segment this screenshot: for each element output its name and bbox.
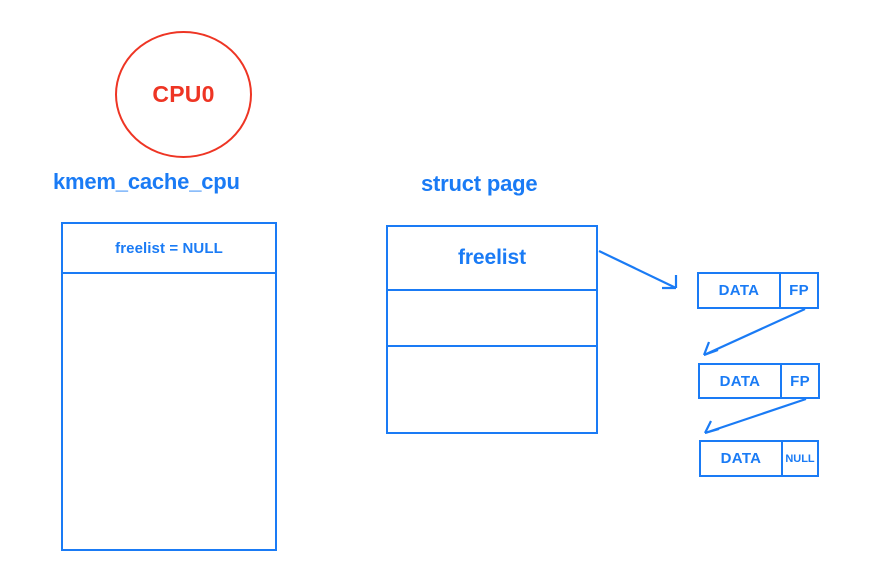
struct-page-row-empty-2 xyxy=(388,345,596,432)
slab-object-1-data: DATA xyxy=(718,282,760,299)
slab-object-3: DATA NULL xyxy=(699,440,819,477)
struct-page-title: struct page xyxy=(421,171,538,196)
kmem-cache-cpu-box: freelist = NULL xyxy=(61,222,277,551)
kmem-cache-cpu-freelist-label: freelist = NULL xyxy=(115,239,223,257)
slab-object-1: DATA FP xyxy=(697,272,819,309)
arrow-object-2-to-object-3 xyxy=(704,397,807,435)
struct-page-row-freelist: freelist xyxy=(388,227,596,289)
arrow-object-1-to-object-2 xyxy=(702,307,806,357)
slab-object-3-data: DATA xyxy=(720,450,762,467)
struct-page-box: freelist xyxy=(386,225,598,434)
slab-object-2-data: DATA xyxy=(719,372,761,390)
struct-page-freelist-label: freelist xyxy=(457,246,527,269)
arrow-freelist-to-object-1 xyxy=(598,250,678,290)
slab-object-2: DATA FP xyxy=(698,363,820,399)
kmem-cache-cpu-row-freelist: freelist = NULL xyxy=(63,224,275,272)
slab-object-2-freepointer: FP xyxy=(780,365,818,397)
cpu0-label: CPU0 xyxy=(152,81,215,107)
kmem-cache-cpu-row-empty xyxy=(63,272,275,549)
slab-object-3-null-pointer: NULL xyxy=(781,442,817,475)
struct-page-row-empty-1 xyxy=(388,289,596,345)
slab-object-1-freepointer: FP xyxy=(779,274,817,307)
cpu0-circle: CPU0 xyxy=(115,31,252,158)
kmem-cache-cpu-title: kmem_cache_cpu xyxy=(53,169,240,194)
